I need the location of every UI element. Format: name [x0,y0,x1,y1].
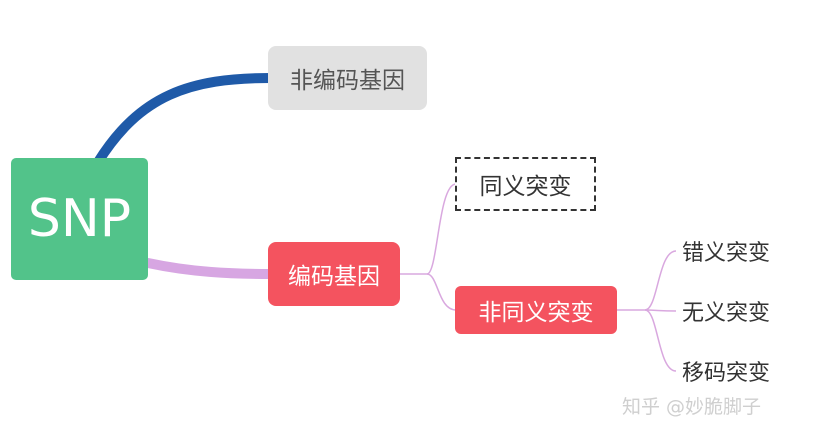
node-noncoding-gene[interactable]: 非编码基因 [268,46,427,110]
node-nonsense-mutation[interactable]: 无义突变 [682,301,771,326]
connector-snp-noncoding [93,73,275,167]
root-node-snp[interactable]: SNP [11,158,148,280]
connector-nonsyn-nonsense [644,309,677,312]
connector-coding-synonymous [400,183,457,275]
node-nonsynonymous-mutation[interactable]: 非同义突变 [455,286,617,334]
node-synonymous-mutation[interactable]: 同义突变 [455,157,596,211]
node-missense-mutation[interactable]: 错义突变 [682,241,771,266]
connector-snp-coding [143,258,275,279]
watermark-text: 知乎 @妙脆脚子 [622,395,762,418]
connector-nonsyn-missense [617,250,677,311]
connector-coding-nonsynonymous [426,273,457,311]
node-frameshift-mutation[interactable]: 移码突变 [682,361,771,386]
node-coding-gene[interactable]: 编码基因 [268,242,400,306]
connector-nonsyn-frameshift [644,309,677,372]
